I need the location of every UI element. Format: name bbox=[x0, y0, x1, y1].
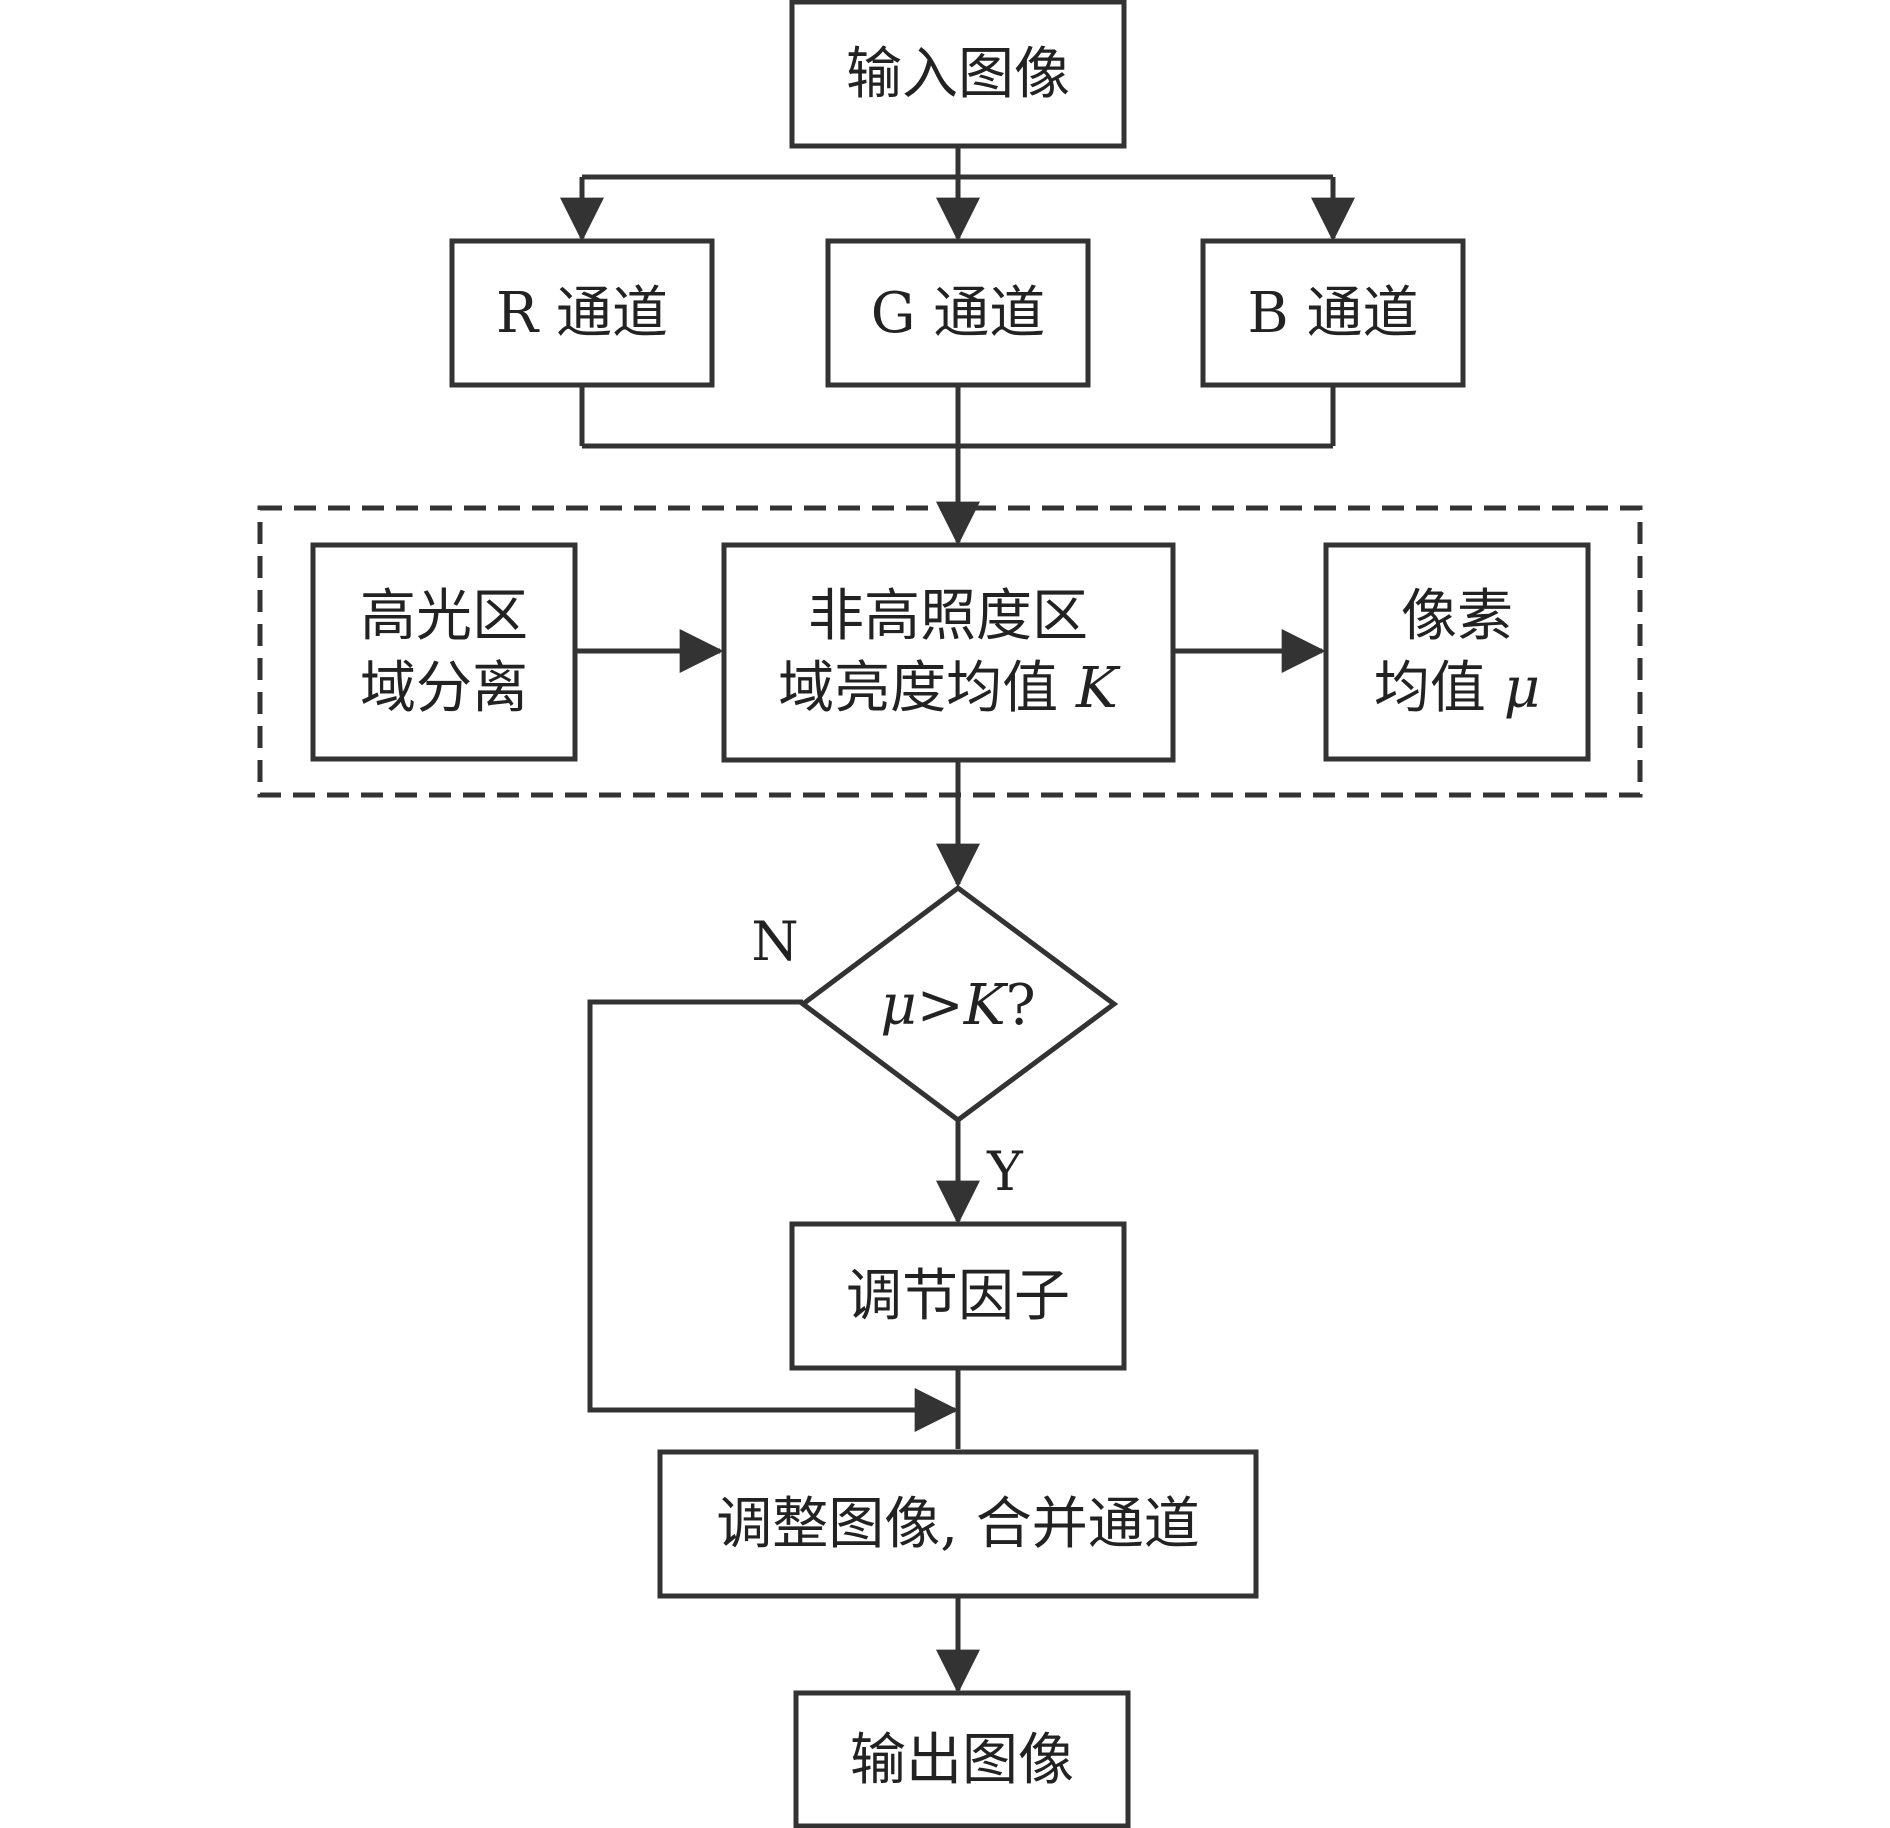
node-adjust-factor: 调节因子 bbox=[789, 1221, 1127, 1371]
node-output: 输出图像 bbox=[793, 1690, 1131, 1828]
label-line: 域分离 bbox=[360, 656, 528, 721]
label-line: 域亮度均值 K bbox=[778, 656, 1121, 721]
label-run: μ bbox=[880, 973, 916, 1038]
label-line: 高光区 bbox=[360, 584, 528, 649]
label-run: 输入图像 bbox=[846, 42, 1070, 107]
label-run: 像素 bbox=[1401, 584, 1513, 649]
node-r-channel-label: R 通道 bbox=[496, 281, 668, 346]
node-input-label: 输入图像 bbox=[846, 42, 1070, 107]
node-merge-channels: 调整图像, 合并通道 bbox=[657, 1449, 1259, 1599]
node-highlight-separation-label: 高光区域分离 bbox=[360, 584, 528, 721]
label-line: B 通道 bbox=[1248, 281, 1419, 346]
node-r-channel: R 通道 bbox=[449, 238, 715, 388]
node-decision: μ>K? bbox=[798, 884, 1119, 1124]
label-run: μ bbox=[1504, 656, 1540, 721]
label-run: K bbox=[1075, 656, 1121, 721]
label-run: ? bbox=[1006, 973, 1036, 1038]
label-line: G 通道 bbox=[871, 281, 1046, 346]
node-highlight-separation: 高光区域分离 bbox=[310, 542, 578, 762]
node-decision-label: μ>K? bbox=[880, 973, 1035, 1038]
node-b-channel: B 通道 bbox=[1200, 238, 1466, 388]
branch-label-yes: Y bbox=[986, 1140, 1024, 1203]
node-pixel-mean-label: 像素均值 μ bbox=[1374, 584, 1540, 721]
label-run: > bbox=[917, 973, 964, 1038]
node-g-channel: G 通道 bbox=[825, 238, 1091, 388]
label-line: 调节因子 bbox=[846, 1264, 1070, 1329]
label-run: G 通道 bbox=[871, 281, 1046, 346]
label-line: 非高照度区 bbox=[808, 584, 1088, 649]
label-run: B 通道 bbox=[1248, 281, 1419, 346]
node-adjust-factor-label: 调节因子 bbox=[846, 1264, 1070, 1329]
node-nonhigh-mean-label: 非高照度区域亮度均值 K bbox=[778, 584, 1121, 721]
label-run: 调节因子 bbox=[846, 1264, 1070, 1329]
label-run: 调整图像, 合并通道 bbox=[716, 1492, 1200, 1557]
node-output-label: 输出图像 bbox=[850, 1728, 1074, 1793]
node-b-channel-label: B 通道 bbox=[1248, 281, 1419, 346]
label-run: 域亮度均值 bbox=[778, 656, 1076, 721]
label-run: 域分离 bbox=[360, 656, 528, 721]
label-line: 输入图像 bbox=[846, 42, 1070, 107]
node-pixel-mean: 像素均值 μ bbox=[1323, 542, 1591, 762]
label-line: μ>K? bbox=[880, 973, 1035, 1038]
label-line: 输出图像 bbox=[850, 1728, 1074, 1793]
branch-label-no: N bbox=[751, 910, 798, 973]
label-run: 非高照度区 bbox=[808, 584, 1088, 649]
label-run: K bbox=[963, 973, 1009, 1038]
label-run: 均值 bbox=[1374, 656, 1504, 721]
edge-decision-no bbox=[587, 999, 959, 1432]
edges bbox=[560, 146, 1355, 1694]
node-merge-channels-label: 调整图像, 合并通道 bbox=[716, 1492, 1200, 1557]
label-line: 调整图像, 合并通道 bbox=[716, 1492, 1200, 1557]
label-run: R 通道 bbox=[496, 281, 668, 346]
label-line: 均值 μ bbox=[1374, 656, 1540, 721]
node-input: 输入图像 bbox=[789, 0, 1127, 149]
node-nonhigh-mean: 非高照度区域亮度均值 K bbox=[721, 542, 1176, 763]
label-run: 输出图像 bbox=[850, 1728, 1074, 1793]
label-line: 像素 bbox=[1401, 584, 1513, 649]
label-run: 高光区 bbox=[360, 584, 528, 649]
node-g-channel-label: G 通道 bbox=[871, 281, 1046, 346]
label-line: R 通道 bbox=[496, 281, 668, 346]
